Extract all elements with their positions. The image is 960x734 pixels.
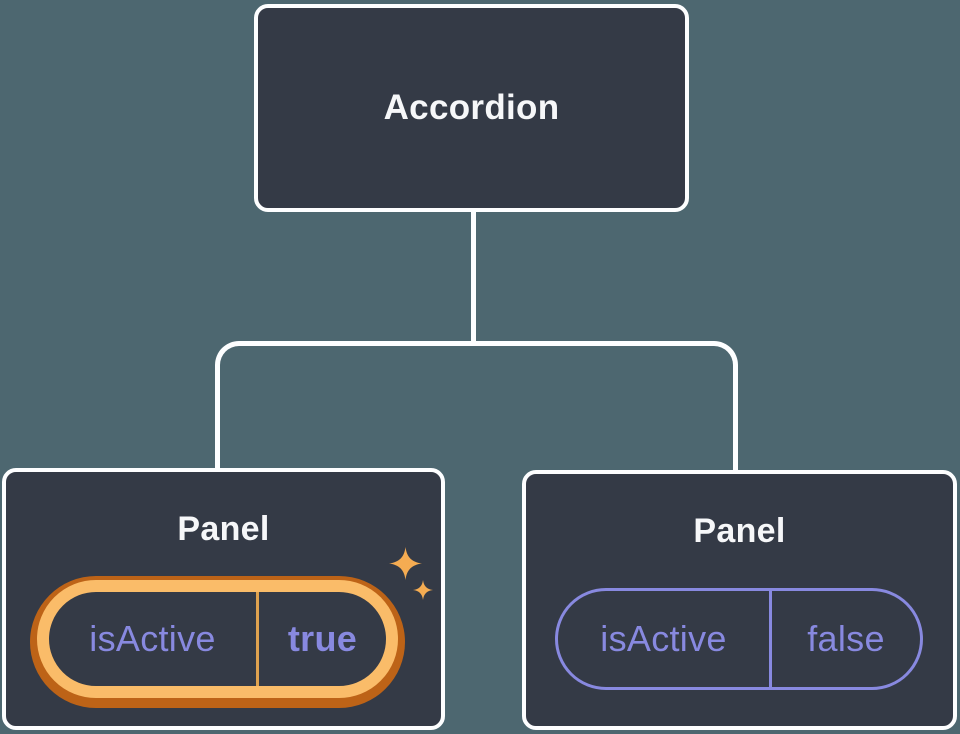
prop-name-active: isActive (89, 618, 216, 659)
sparkle-icon-small (413, 580, 433, 600)
prop-pill-divider (256, 592, 259, 686)
connector-root-stem (471, 210, 476, 346)
prop-value-active: true (287, 618, 358, 659)
prop-pill-inactive: isActive false (555, 588, 923, 690)
prop-value-inactive: false (807, 618, 885, 659)
panel-inactive-label: Panel (693, 512, 786, 550)
connector-branch (215, 341, 738, 472)
accordion-node-label: Accordion (383, 88, 560, 127)
sparkle-icon-large (389, 546, 422, 581)
tree-node-panel-inactive: Panel isActive false (522, 470, 957, 730)
panel-active-label: Panel (177, 510, 270, 548)
prop-pill-divider (769, 591, 772, 687)
tree-node-panel-active: Panel isActive true (2, 468, 445, 730)
tree-node-accordion: Accordion (254, 4, 689, 212)
prop-name-inactive: isActive (600, 618, 727, 659)
prop-pill-active: isActive true (37, 580, 398, 698)
